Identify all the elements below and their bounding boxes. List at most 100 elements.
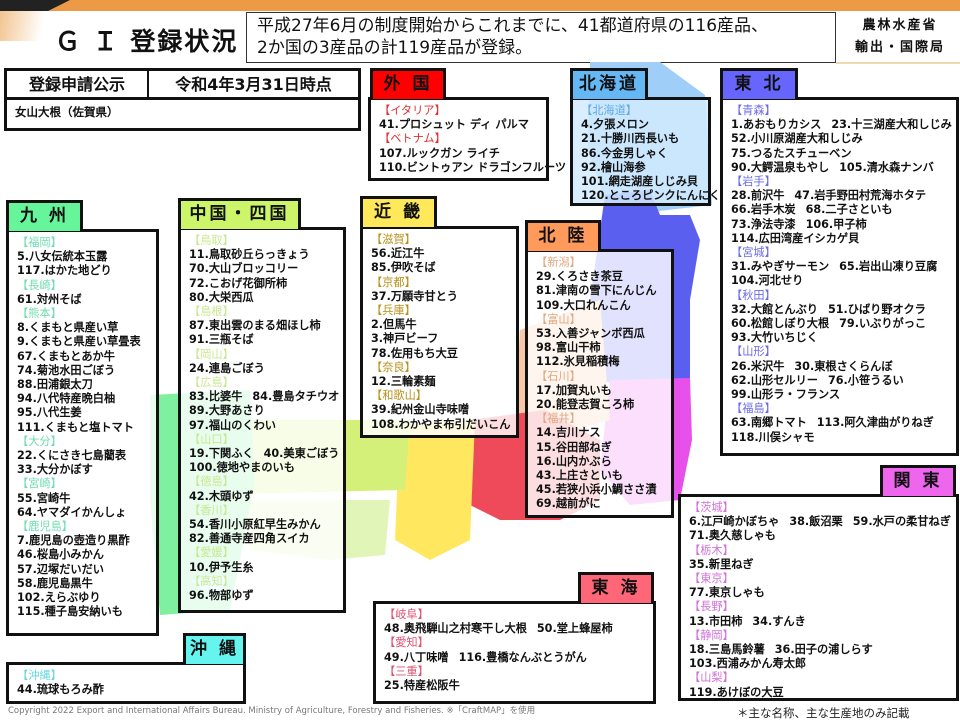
product-line: 114.広田湾産イシカゲ貝 <box>731 232 948 246</box>
region-tab-gaikoku: 外 国 <box>370 68 446 99</box>
product-line: 97.福山のくわい <box>189 419 335 433</box>
product-item: 25.特産松阪牛 <box>384 679 460 693</box>
prefecture-label: 【島根】 <box>189 305 234 319</box>
product-item: 61.対州そば <box>17 292 82 306</box>
product-line: 82.善通寺産四角スイカ <box>189 532 335 546</box>
product-item: 55.宮崎牛 <box>17 491 71 505</box>
summary-line-1: 平成27年6月の制度開始からこれまでに、41都道府県の116産品、 <box>257 16 769 36</box>
product-line: 61.対州そば <box>17 293 148 307</box>
product-item: 103.西浦みかん寿太郎 <box>689 657 807 671</box>
prefecture-label: 【三重】 <box>384 664 429 678</box>
product-line: 49.八丁味噌 116.豊橋なんぶとうがん <box>384 651 645 665</box>
prefecture-label: 【広島】 <box>189 376 234 390</box>
product-line: 94.八代特産晩白柚 <box>17 392 148 406</box>
prefecture-label: 【大分】 <box>17 434 62 448</box>
product-line: 17.加賀丸いも <box>536 384 663 398</box>
product-line: 78.佐用もち大豆 <box>371 347 508 361</box>
prefecture-label: 【山梨】 <box>689 671 734 685</box>
product-line: 46.桜島小みかん <box>17 548 148 562</box>
product-item: 98.富山干柿 <box>536 341 601 355</box>
product-item: 56.近江牛 <box>371 247 425 261</box>
product-item: 6.江戸崎かぼちゃ <box>689 515 780 529</box>
prefecture-label: 【福島】 <box>731 402 776 416</box>
product-line: 103.西浦みかん寿太郎 <box>689 657 948 671</box>
product-item: 60.松館しぼり大根 <box>731 317 830 331</box>
product-line: 95.八代生姜 <box>17 406 148 420</box>
product-item: 40.美東ごぼう <box>263 447 340 461</box>
prefecture-label: 【栃木】 <box>689 543 734 557</box>
product-item: 17.加賀丸いも <box>536 383 612 397</box>
product-item: 31.みやぎサーモン <box>731 260 830 274</box>
product-item: 74.菊池水田ごぼう <box>17 363 116 377</box>
product-item: 2.但馬牛 <box>371 318 417 332</box>
product-item: 32.大館とんぶり <box>731 302 818 316</box>
header-bar <box>0 0 960 11</box>
product-line: 115.種子島安納いも <box>17 605 148 619</box>
product-line: 110.ビントゥアン ドラゴンフルーツ <box>379 161 566 175</box>
product-item: 69.越前がに <box>536 497 601 511</box>
prefecture-label: 【宮崎】 <box>17 477 62 491</box>
product-item: 48.奥飛騨山之村寒干し大根 <box>384 622 527 636</box>
product-item: 51.ひばり野オクラ <box>827 302 926 316</box>
product-item: 9.くまもと県産い草畳表 <box>17 335 141 349</box>
product-item: 50.堂上蜂屋柿 <box>536 622 613 636</box>
product-item: 94.八代特産晩白柚 <box>17 392 116 406</box>
product-item: 80.大栄西瓜 <box>189 290 254 304</box>
summary-statement: 平成27年6月の制度開始からこれまでに、41都道府県の116産品、 2か国の3産… <box>246 12 836 63</box>
region-tab-hokuriku: 北 陸 <box>525 220 601 251</box>
product-item: 23.十三湖産大和しじみ <box>831 118 952 132</box>
product-line: 5.八女伝統本玉露 <box>17 250 148 264</box>
product-item: 20.能登志賀ころ柿 <box>536 398 635 412</box>
prefecture-label: 【ベトナム】 <box>379 132 446 146</box>
product-item: 47.岩手野田村荒海ホタテ <box>794 189 927 203</box>
prefecture-label: 【高知】 <box>189 574 234 588</box>
region-list-okinawa: 【沖縄】44.琉球もろみ酢 <box>6 662 246 704</box>
product-item: 44.琉球もろみ酢 <box>17 683 104 697</box>
map-kinki <box>395 420 475 560</box>
summary-line-2: 2か国の3産品の計119産品が登録。 <box>257 38 533 58</box>
product-line: 37.万願寺甘とう <box>371 290 508 304</box>
prefecture-label: 【京都】 <box>371 275 416 289</box>
product-line: 12.三輪素麺 <box>371 375 508 389</box>
prefecture-label: 【岐阜】 <box>384 608 429 621</box>
product-line: 11.鳥取砂丘らっきょう <box>189 248 335 262</box>
product-line: 81.津南の雪下にんじん <box>536 284 663 298</box>
product-item: 21.十勝川西長いも <box>581 132 680 146</box>
ministry-name: 農林水産省 <box>862 18 938 33</box>
product-item: 106.甲子柿 <box>805 217 867 231</box>
product-line: 102.えらぶゆり <box>17 591 148 605</box>
product-item: 85.伊吹そば <box>371 261 436 275</box>
product-item: 16.山内かぶら <box>536 454 612 468</box>
prefecture-label: 【山形】 <box>731 345 776 359</box>
product-item: 58.鹿児島黒牛 <box>17 576 93 590</box>
product-item: 118.川俣シャモ <box>731 430 815 444</box>
prefecture-label: 【東京】 <box>689 572 734 586</box>
product-line: 58.鹿児島黒牛 <box>17 577 148 591</box>
product-line: 117.はかた地どり <box>17 264 148 278</box>
announcement-date: 令和4年3月31日時点 <box>175 75 332 94</box>
product-item: 84.豊島タチウオ <box>252 390 340 404</box>
prefecture-label: 【鳥取】 <box>189 234 234 247</box>
product-item: 87.東出雲のまる畑ほし柿 <box>189 319 321 333</box>
product-item: 49.八丁味噌 <box>384 650 449 664</box>
product-item: 114.広田湾産イシカゲ貝 <box>731 231 860 245</box>
product-item: 73.浄法寺漆 <box>731 217 796 231</box>
prefecture-label: 【和歌山】 <box>371 389 427 403</box>
product-item: 100.徳地やまのいも <box>189 461 295 475</box>
product-line: 86.今金男しゃく <box>581 147 700 161</box>
product-line: 32.大館とんぶり 51.ひばり野オクラ <box>731 303 948 317</box>
product-item: 1.あおもりカシス <box>731 118 822 132</box>
product-item: 116.豊橋なんぶとうがん <box>458 650 587 664</box>
product-line: 45.若狭小浜小鯛ささ漬 <box>536 483 663 497</box>
region-list-gaikoku: 【イタリア】41.プロシュット ディ パルマ【ベトナム】107.ルックガン ライ… <box>368 97 566 181</box>
product-item: 111.くまもと塩トマト <box>17 420 134 434</box>
prefecture-label: 【奈良】 <box>371 360 416 374</box>
